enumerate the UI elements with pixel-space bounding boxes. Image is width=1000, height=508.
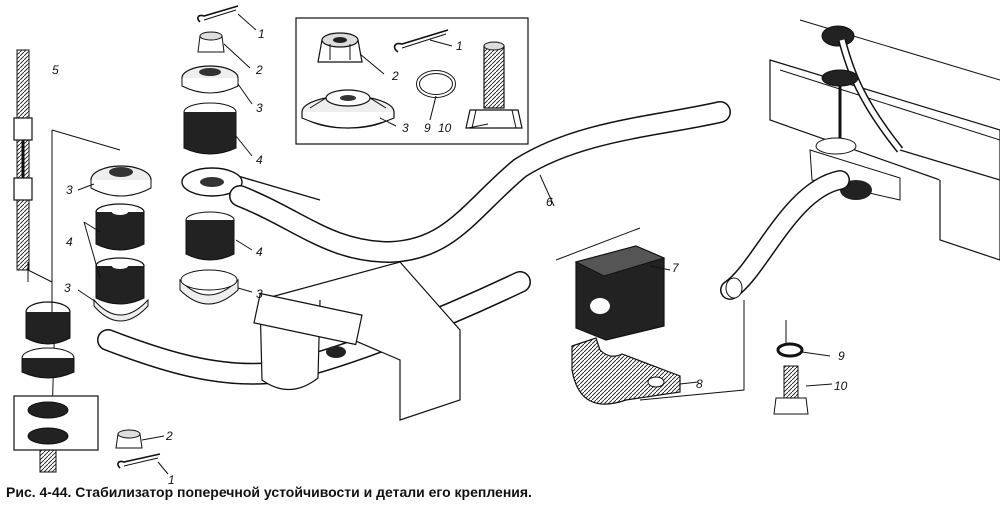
inset-spring-washer	[416, 70, 456, 98]
callout-3-lower: 3	[256, 287, 263, 301]
right-bolt	[773, 365, 833, 415]
callout-inset-9: 9	[424, 121, 431, 135]
inset-cotter-pin	[393, 29, 449, 53]
callout-4-lower: 4	[256, 245, 263, 259]
left-cup-bottom	[93, 298, 149, 322]
cushion-upper	[183, 102, 237, 155]
callout-labels: 1 2 3 4 4 3 5 3 4 3 2 1 6 7 8 9 10 3 2 1…	[52, 27, 848, 484]
callout-8: 8	[696, 377, 703, 391]
inset-bolt	[465, 41, 523, 129]
detail-inset	[295, 17, 529, 145]
link-rod	[13, 49, 53, 283]
left-cushion-top	[95, 203, 145, 251]
figure-caption: Рис. 4-44. Стабилизатор поперечной устой…	[6, 484, 532, 500]
callout-1-bottom: 1	[168, 473, 175, 484]
diagram-canvas: 1 2 3 4 4 3 5 3 4 3 2 1 6 7 8 9 10 3 2 1…	[13, 5, 1000, 484]
callout-inset-3: 3	[402, 121, 409, 135]
loose-nut	[115, 429, 165, 449]
right-installed-view	[720, 19, 1000, 300]
right-spring-washer	[776, 342, 831, 358]
center-exploded-stack	[179, 5, 321, 305]
stabilizer-eye	[181, 167, 321, 201]
callout-1-top: 1	[258, 27, 265, 41]
callout-2-bottom: 2	[165, 429, 173, 443]
callout-inset-1: 1	[456, 39, 463, 53]
callout-6: 6	[546, 195, 553, 209]
left-exploded-stack	[51, 129, 152, 421]
callout-5: 5	[52, 63, 59, 77]
clamp-bracket	[571, 337, 699, 405]
cup-lower	[179, 269, 239, 305]
callout-2-top: 2	[255, 63, 263, 77]
callout-3-top: 3	[256, 101, 263, 115]
callout-3-left-bottom: 3	[64, 281, 71, 295]
left-link-assembly	[13, 301, 99, 473]
callout-9-right: 9	[838, 349, 845, 363]
center-frame-mount	[253, 261, 461, 421]
rubber-bush	[574, 245, 671, 341]
callout-inset-10: 10	[438, 121, 452, 135]
left-cushion-bottom	[95, 257, 145, 305]
callout-7: 7	[672, 261, 680, 275]
washer-top	[181, 65, 239, 94]
callout-4-upper: 4	[256, 153, 263, 167]
castle-nut-top	[197, 31, 225, 53]
inset-washer	[301, 89, 395, 129]
callout-10-right: 10	[834, 379, 848, 393]
cotter-pin-top	[197, 5, 239, 23]
inset-castle-nut	[317, 32, 363, 63]
callout-4-left: 4	[66, 235, 73, 249]
callout-inset-2: 2	[391, 69, 399, 83]
callout-3-left-top: 3	[66, 183, 73, 197]
loose-cotter-pin	[117, 453, 169, 475]
cushion-lower	[185, 211, 235, 261]
guide-lines	[27, 130, 787, 401]
